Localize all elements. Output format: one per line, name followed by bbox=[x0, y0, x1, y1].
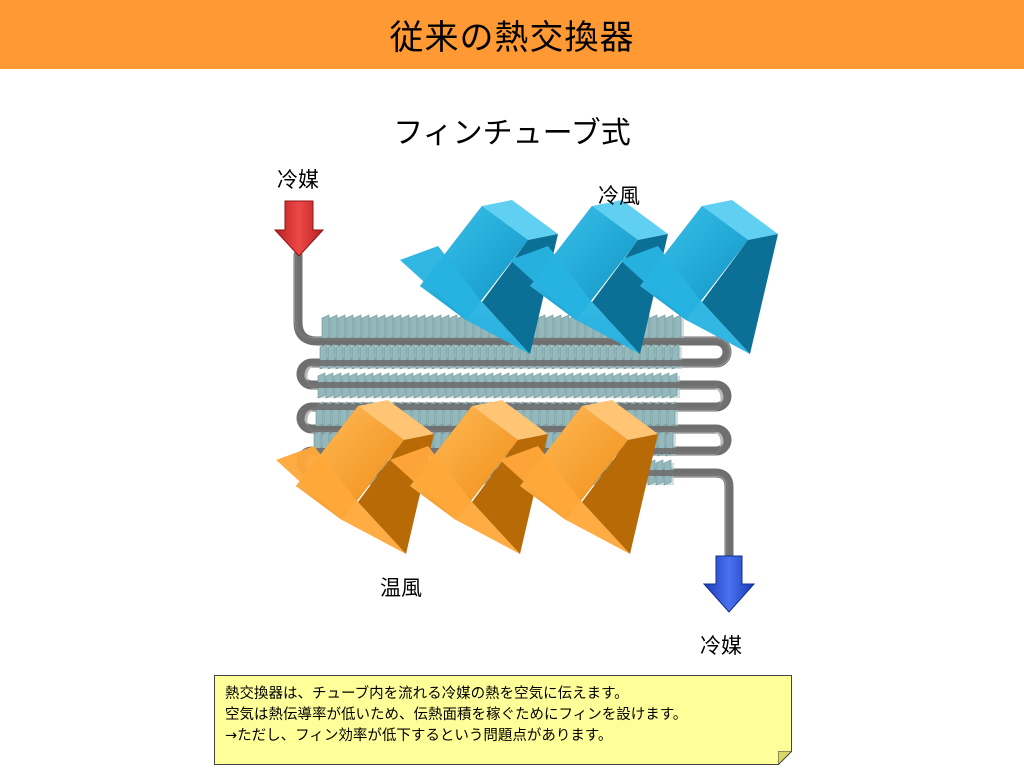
explanation-note: 熱交換器は、チューブ内を流れる冷媒の熱を空気に伝えます。 空気は熱伝導率が低いた… bbox=[214, 675, 792, 765]
cold-air-arrows bbox=[400, 200, 778, 354]
refrigerant-inlet-label: 冷媒 bbox=[277, 168, 319, 192]
refrigerant-inlet-arrow bbox=[273, 200, 325, 257]
cold-air-label: 冷風 bbox=[598, 184, 640, 208]
warm-air-label: 温風 bbox=[380, 576, 422, 600]
note-line-3: →ただし、フィン効率が低下するという問題点があります。 bbox=[225, 728, 613, 744]
page-title: 従来の熱交換器 bbox=[389, 18, 635, 58]
warm-air-arrows bbox=[276, 400, 658, 554]
refrigerant-outlet-arrow bbox=[702, 555, 756, 613]
folded-corner-icon bbox=[778, 751, 792, 765]
note-line-2: 空気は熱伝導率が低いため、伝熱面積を稼ぐためにフィンを設けます。 bbox=[225, 707, 688, 723]
note-line-1: 熱交換器は、チューブ内を流れる冷媒の熱を空気に伝えます。 bbox=[225, 686, 629, 702]
diagram-subtitle: フィンチューブ式 bbox=[393, 116, 631, 151]
header-bar: 従来の熱交換器 bbox=[0, 0, 1024, 69]
refrigerant-outlet-label: 冷媒 bbox=[700, 634, 742, 658]
